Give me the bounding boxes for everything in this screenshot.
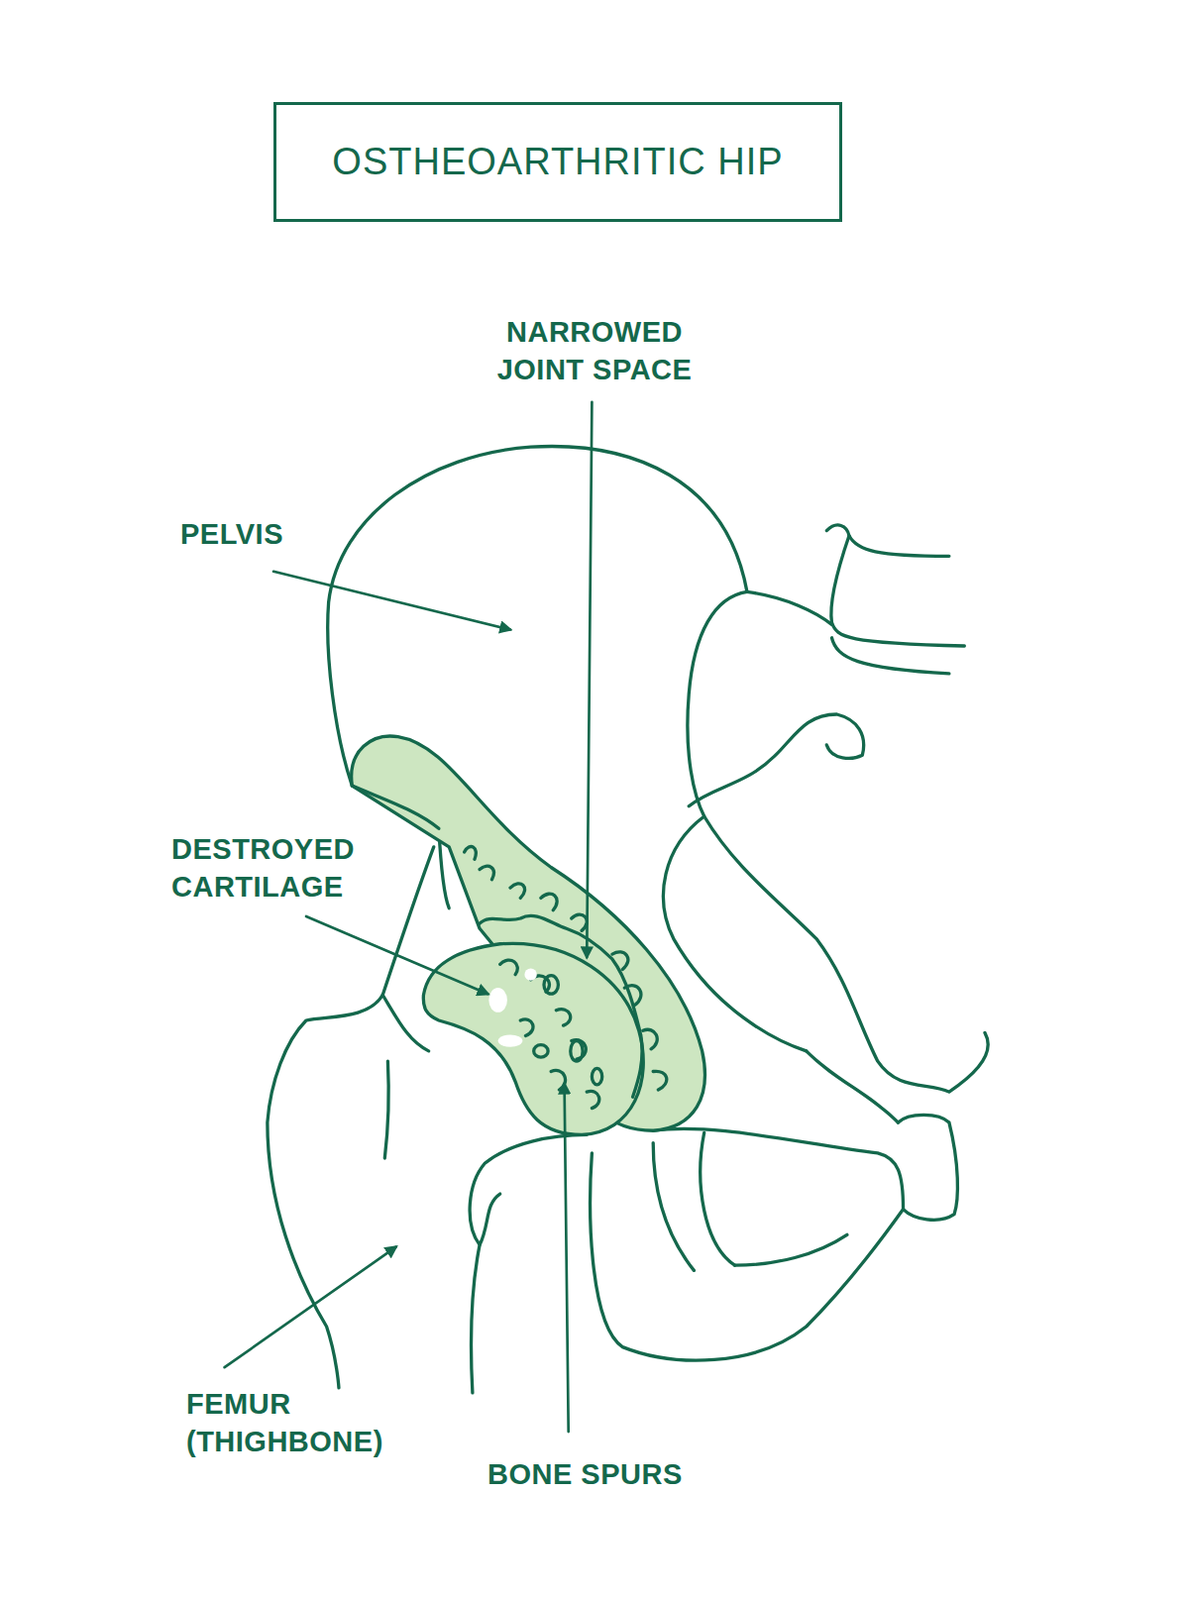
part-label: FEMUR (THIGHBONE) <box>186 1385 430 1462</box>
part-label: BONE SPURS <box>487 1455 716 1494</box>
part-label: DESTROYED CARTILAGE <box>171 830 395 907</box>
title-box: OSTHEOARTHRITIC HIP <box>273 102 843 222</box>
part-label: NARROWED JOINT SPACE <box>477 313 712 390</box>
part-label: PELVIS <box>180 515 379 553</box>
title-text: OSTHEOARTHRITIC HIP <box>331 140 783 184</box>
